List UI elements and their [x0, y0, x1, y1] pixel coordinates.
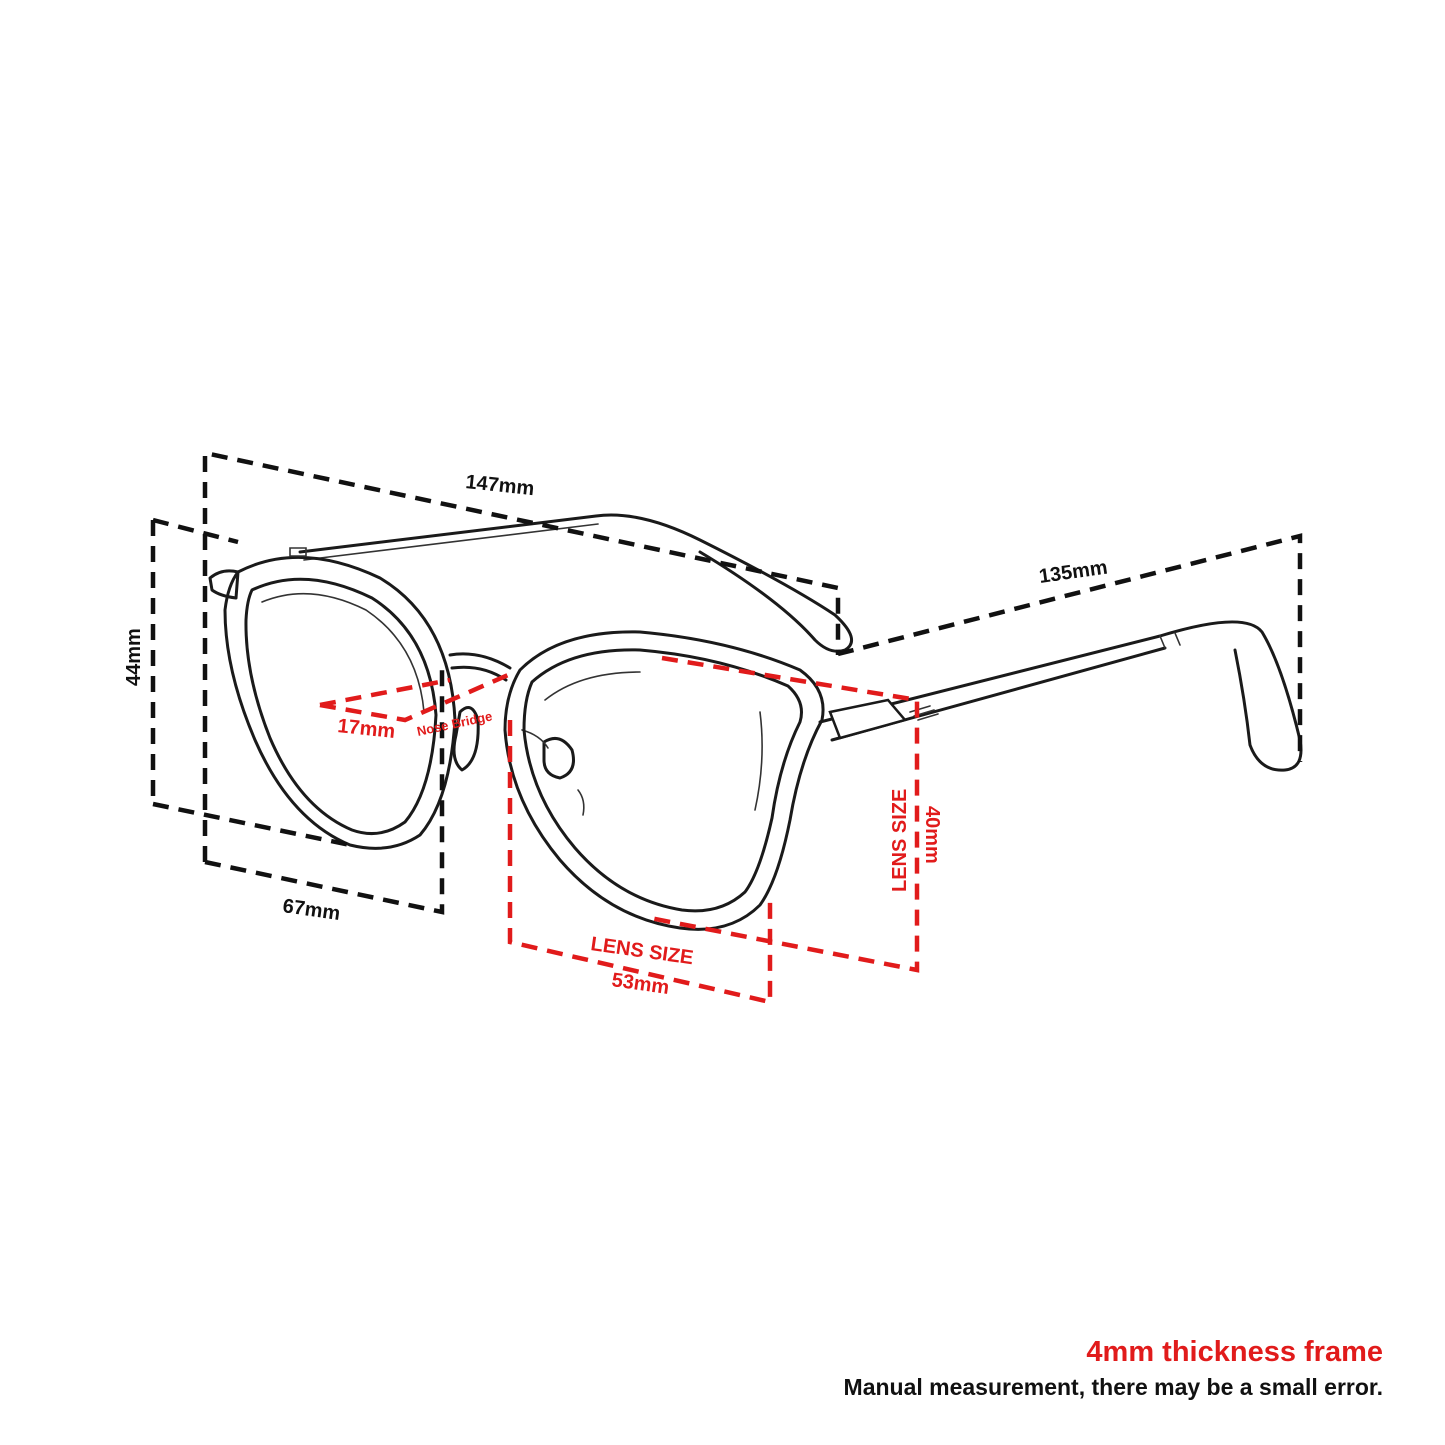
- temple-length-dimension: [837, 533, 1303, 762]
- measurement-disclaimer: Manual measurement, there may be a small…: [843, 1374, 1383, 1400]
- lens-width-value-label: 53mm: [610, 969, 670, 999]
- total-width-label: 147mm: [464, 471, 535, 500]
- bridge-value-label: 17mm: [336, 715, 396, 743]
- lens-height-dimension: [649, 655, 920, 973]
- frame-height-dimension: [150, 517, 351, 848]
- frame-depth-label: 67mm: [281, 895, 341, 925]
- frame-depth-dimension: [204, 670, 445, 915]
- glasses-illustration: [208, 513, 1303, 931]
- lens-height-name-label: LENS SIZE: [889, 789, 911, 892]
- frame-height-label: 44mm: [123, 628, 145, 686]
- total-width-dimension: [202, 450, 841, 862]
- thickness-note: 4mm thickness frame: [1086, 1336, 1383, 1368]
- temple-length-label: 135mm: [1038, 557, 1109, 588]
- lens-width-dimension: [507, 720, 773, 1005]
- lens-height-value-label: 40mm: [921, 806, 943, 864]
- bridge-dimension: [319, 669, 516, 723]
